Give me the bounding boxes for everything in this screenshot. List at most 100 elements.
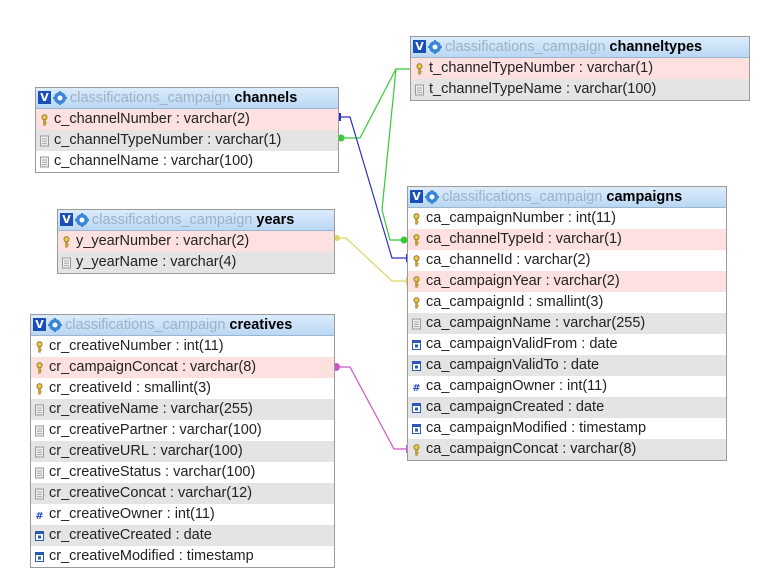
number-icon: # — [412, 379, 421, 394]
column-row[interactable]: ca_campaignNumber : int(11) — [408, 208, 726, 229]
column-row[interactable]: ca_campaignModified : timestamp — [408, 418, 726, 439]
column-row[interactable]: c_channelName : varchar(100) — [36, 151, 338, 172]
column-row[interactable]: ca_campaignYear : varchar(2) — [408, 271, 726, 292]
column-row[interactable]: ca_campaignValidTo : date — [408, 355, 726, 376]
column-label: c_channelName : varchar(100) — [54, 153, 254, 169]
gear-icon[interactable] — [75, 213, 89, 227]
key-icon — [412, 232, 421, 246]
key-icon — [62, 234, 71, 248]
column-label: ca_campaignValidFrom : date — [426, 336, 618, 352]
toggle-columns-button[interactable]: V — [38, 91, 51, 104]
column-row[interactable]: cr_creativeConcat : varchar(12) — [31, 483, 334, 504]
column-label: ca_campaignYear : varchar(2) — [426, 273, 620, 289]
gear-icon[interactable] — [425, 190, 439, 204]
column-row[interactable]: ca_campaignConcat : varchar(8) — [408, 439, 726, 460]
column-icon — [415, 82, 424, 96]
table-name: channeltypes — [609, 39, 703, 55]
gear-icon[interactable] — [428, 40, 442, 54]
column-row[interactable]: cr_creativeURL : varchar(100) — [31, 441, 334, 462]
column-row[interactable]: # cr_creativeOwner : int(11) — [31, 504, 334, 525]
column-icon — [35, 423, 44, 437]
column-row[interactable]: cr_creativeCreated : date — [31, 525, 334, 546]
toggle-columns-button[interactable]: V — [413, 40, 426, 53]
column-row[interactable]: ca_channelTypeId : varchar(1) — [408, 229, 726, 250]
column-row[interactable]: #ca_campaignOwner : int(11) — [408, 376, 726, 397]
table-name: campaigns — [606, 189, 683, 205]
column-row[interactable]: cr_creativeModified : timestamp — [31, 546, 334, 567]
key-icon — [412, 211, 421, 225]
number-icon: # — [35, 507, 44, 522]
column-row[interactable]: c_channelNumber : varchar(2) — [36, 109, 338, 130]
table-name: creatives — [229, 317, 293, 333]
column-label: cr_creativeOwner : int(11) — [49, 506, 215, 522]
column-row[interactable]: cr_creativeStatus : varchar(100) — [31, 462, 334, 483]
database-name: classifications_campaign — [70, 90, 231, 106]
column-label: cr_creativeModified : timestamp — [49, 548, 254, 564]
column-icon — [412, 316, 421, 330]
database-name: classifications_campaign — [442, 189, 603, 205]
key-icon — [40, 112, 49, 126]
gear-icon[interactable] — [48, 318, 62, 332]
column-label: ca_channelTypeId : varchar(1) — [426, 231, 622, 247]
column-row[interactable]: cr_creativePartner : varchar(100) — [31, 420, 334, 441]
key-icon — [35, 381, 44, 395]
key-icon — [35, 360, 44, 374]
column-row[interactable]: ca_campaignId : smallint(3) — [408, 292, 726, 313]
relation-creatives-campaigns — [332, 363, 409, 453]
column-label: ca_channelId : varchar(2) — [426, 252, 591, 268]
gear-icon[interactable] — [53, 91, 67, 105]
column-row[interactable]: ca_campaignCreated : date — [408, 397, 726, 418]
column-label: c_channelTypeNumber : varchar(1) — [54, 132, 282, 148]
column-icon — [62, 255, 71, 269]
column-label: y_yearName : varchar(4) — [76, 254, 237, 270]
column-label: t_channelTypeName : varchar(100) — [429, 81, 657, 97]
column-row[interactable]: y_yearNumber : varchar(2) — [58, 231, 334, 252]
column-label: ca_campaignCreated : date — [426, 399, 605, 415]
date-icon — [35, 549, 44, 563]
column-row[interactable]: y_yearName : varchar(4) — [58, 252, 334, 273]
relation-channels-channeltypes — [336, 65, 414, 142]
column-row[interactable]: cr_creativeId : smallint(3) — [31, 378, 334, 399]
column-icon — [35, 486, 44, 500]
database-name: classifications_campaign — [92, 212, 253, 228]
column-row[interactable]: cr_creativeName : varchar(255) — [31, 399, 334, 420]
column-row[interactable]: cr_creativeNumber : int(11) — [31, 336, 334, 357]
column-icon — [35, 465, 44, 479]
column-row[interactable]: ca_campaignName : varchar(255) — [408, 313, 726, 334]
column-label: t_channelTypeNumber : varchar(1) — [429, 60, 654, 76]
toggle-columns-button[interactable]: V — [410, 190, 423, 203]
column-label: ca_campaignConcat : varchar(8) — [426, 441, 637, 457]
column-row[interactable]: cr_campaignConcat : varchar(8) — [31, 357, 334, 378]
column-label: ca_campaignModified : timestamp — [426, 420, 647, 436]
column-label: cr_creativeStatus : varchar(100) — [49, 464, 256, 480]
column-row[interactable]: ca_channelId : varchar(2) — [408, 250, 726, 271]
column-row[interactable]: t_channelTypeName : varchar(100) — [411, 79, 749, 100]
column-label: cr_creativeNumber : int(11) — [49, 338, 224, 354]
date-icon — [35, 528, 44, 542]
column-row[interactable]: c_channelTypeNumber : varchar(1) — [36, 130, 338, 151]
relation-campaigns-channels — [336, 113, 409, 262]
date-icon — [412, 358, 421, 372]
table-name: channels — [234, 90, 298, 106]
table-name: years — [256, 212, 295, 228]
database-name: classifications_campaign — [445, 39, 606, 55]
column-row[interactable]: t_channelTypeNumber : varchar(1) — [411, 58, 749, 79]
key-icon — [415, 61, 424, 75]
column-label: ca_campaignNumber : int(11) — [426, 210, 616, 226]
column-row[interactable]: ca_campaignValidFrom : date — [408, 334, 726, 355]
toggle-columns-button[interactable]: V — [60, 213, 73, 226]
toggle-columns-button[interactable]: V — [33, 318, 46, 331]
database-name: classifications_campaign — [65, 317, 226, 333]
column-icon — [35, 444, 44, 458]
svg-text:#: # — [35, 511, 43, 521]
